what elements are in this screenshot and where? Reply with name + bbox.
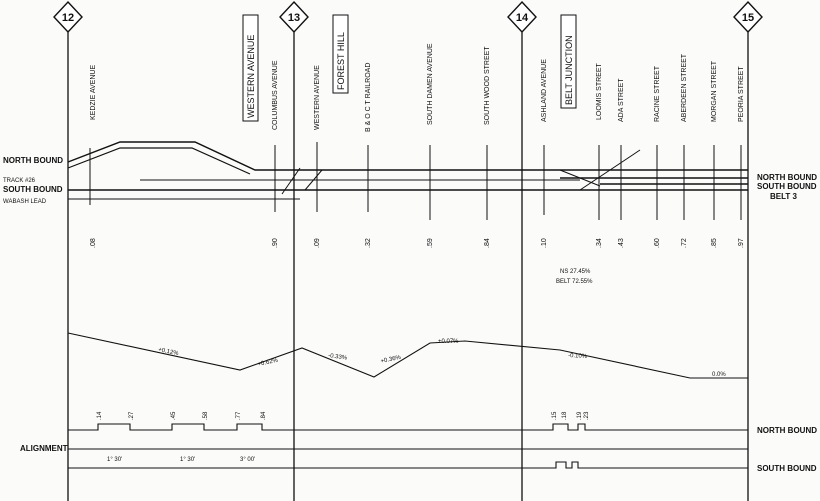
street-labels: KEDZIE AVENUE COLUMBUS AVENUE WESTERN AV… xyxy=(90,43,745,132)
mile-ada: .43 xyxy=(618,238,625,248)
left-track-26-label: TRACK #26 xyxy=(3,178,36,184)
mile-morgan: .85 xyxy=(711,238,718,248)
street-wood: SOUTH WOOD STREET xyxy=(484,46,491,125)
milepost-13-label: 13 xyxy=(288,12,300,24)
street-damen: SOUTH DAMEN AVENUE xyxy=(427,43,434,125)
tick-1: .27 xyxy=(129,411,135,420)
mile-loomis: .34 xyxy=(596,238,603,248)
mile-peoria: .97 xyxy=(738,238,745,248)
mile-bo: .32 xyxy=(365,238,372,248)
split-belt: BELT 72.55% xyxy=(556,279,593,285)
western-avenue-box-label: WESTERN AVENUE xyxy=(246,35,256,118)
boxed-labels: WESTERN AVENUE FOREST HILL BELT JUNCTION xyxy=(242,14,577,122)
left-north-bound-label: NORTH BOUND xyxy=(3,156,63,165)
street-loomis: LOOMIS STREET xyxy=(596,62,603,120)
north-bound-track xyxy=(67,141,748,171)
milepost-15-label: 15 xyxy=(742,12,754,24)
street-racine: RACINE STREET xyxy=(654,65,661,122)
left-track-labels: NORTH BOUND TRACK #26 SOUTH BOUND WABASH… xyxy=(3,156,63,205)
street-ada: ADA STREET xyxy=(618,78,625,122)
mile-western: .09 xyxy=(314,238,321,248)
grade-1: +0.62% xyxy=(257,358,279,368)
alignment-title: ALIGNMENT xyxy=(20,444,68,453)
north-bound-inner xyxy=(67,147,251,175)
right-south-bound-label: SOUTH BOUND xyxy=(757,182,817,191)
milepost-markers: 12 13 14 15 xyxy=(53,0,763,34)
street-kedzie: KEDZIE AVENUE xyxy=(90,65,97,120)
street-morgan: MORGAN STREET xyxy=(711,60,718,122)
grade-6: 0.0% xyxy=(712,372,726,378)
traffic-split: NS 27.45% BELT 72.55% xyxy=(556,269,593,285)
left-wabash-lead-label: WABASH LEAD xyxy=(3,199,47,205)
mile-damen: .59 xyxy=(427,238,434,248)
mile-columbus: .90 xyxy=(272,238,279,248)
milepost-14-label: 14 xyxy=(516,12,529,24)
tick-3: .58 xyxy=(203,411,209,420)
curve-1: 1° 30' xyxy=(180,457,195,463)
street-aberdeen: ABERDEEN STREET xyxy=(681,53,688,122)
grade-2: -0.33% xyxy=(328,353,348,362)
tick-0: .14 xyxy=(97,411,103,420)
mile-wood: .84 xyxy=(484,238,491,248)
mile-kedzie: .08 xyxy=(90,238,97,248)
right-north-bound-label: NORTH BOUND xyxy=(757,173,817,182)
milepost-14: 14 xyxy=(507,0,537,34)
mile-aberdeen: .72 xyxy=(681,238,688,248)
tick-6: .15 xyxy=(552,411,558,420)
split-ns: NS 27.45% xyxy=(560,269,591,275)
street-peoria: PEORIA STREET xyxy=(738,66,745,122)
mile-ashland: .10 xyxy=(541,238,548,248)
street-crossings xyxy=(89,142,742,220)
milepost-12: 12 xyxy=(53,0,83,34)
curve-2: 3° 00' xyxy=(240,457,255,463)
mile-racine: .60 xyxy=(654,238,661,248)
belt-junction-box-label: BELT JUNCTION xyxy=(564,35,574,105)
tick-4: .77 xyxy=(236,411,242,420)
grade-profile-line xyxy=(67,332,748,379)
tick-5: .84 xyxy=(261,411,267,420)
tick-8: .19 xyxy=(577,411,583,420)
tick-9: .23 xyxy=(584,411,590,420)
alignment-lines xyxy=(68,423,748,469)
grade-3: +0.36% xyxy=(380,355,402,365)
right-track-labels: NORTH BOUND SOUTH BOUND BELT 3 xyxy=(757,173,817,201)
street-western: WESTERN AVENUE xyxy=(314,65,321,130)
street-ashland: ASHLAND AVENUE xyxy=(541,59,548,122)
grade-labels: +0.12% +0.62% -0.33% +0.36% +0.07% -0.10… xyxy=(158,339,727,378)
alignment-north-bound-label: NORTH BOUND xyxy=(757,426,817,435)
alignment-south-bound-label: SOUTH BOUND xyxy=(757,464,817,473)
milepost-12-label: 12 xyxy=(62,12,74,24)
milepost-lines xyxy=(67,32,749,501)
grade-4: +0.07% xyxy=(438,339,459,345)
tick-7: .18 xyxy=(562,411,568,420)
left-south-bound-label: SOUTH BOUND xyxy=(3,185,63,194)
forest-hill-box-label: FOREST HILL xyxy=(336,32,346,90)
track-lines xyxy=(67,141,748,200)
grade-0: +0.12% xyxy=(158,347,180,357)
right-belt-3-label: BELT 3 xyxy=(770,192,798,201)
street-bo: B & O C T RAILROAD xyxy=(365,63,372,132)
curve-0: 1° 30' xyxy=(107,457,122,463)
street-mile-values: .08 .90 .09 .32 .59 .84 .10 .34 .43 .60 … xyxy=(90,238,745,248)
tick-2: .45 xyxy=(171,411,177,420)
grade-5: -0.10% xyxy=(568,353,588,360)
alignment-labels: ALIGNMENT NORTH BOUND SOUTH BOUND 1° 30'… xyxy=(20,411,817,473)
street-columbus: COLUMBUS AVENUE xyxy=(272,60,279,130)
milepost-13: 13 xyxy=(279,0,309,34)
milepost-15: 15 xyxy=(733,0,763,34)
